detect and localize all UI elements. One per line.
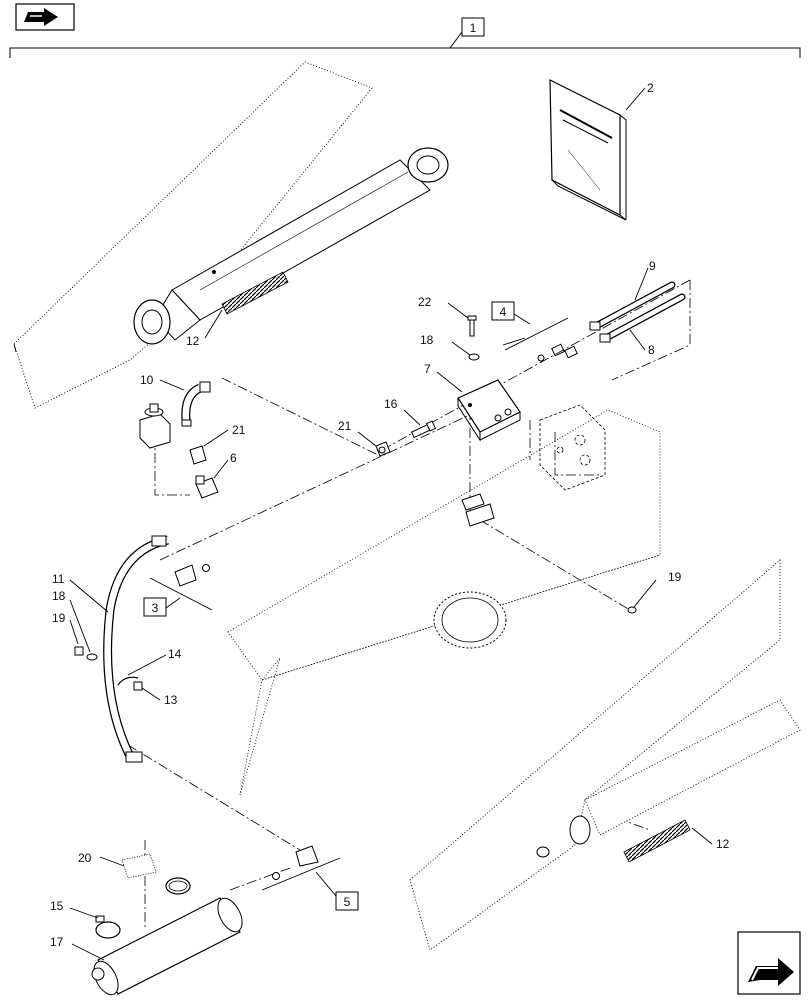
center-lines	[127, 279, 691, 930]
callout-19a: 19	[52, 611, 66, 625]
callout-16: 16	[384, 397, 398, 411]
callout-20: 20	[78, 851, 92, 865]
hose-11	[103, 535, 170, 763]
group-label-5: 5	[344, 895, 351, 909]
fitting-21-right	[375, 441, 391, 457]
manual-book	[549, 79, 627, 221]
callout-12a: 12	[186, 334, 200, 348]
manifold-block-dashed	[539, 404, 606, 491]
clip-14	[117, 676, 139, 686]
callout-15: 15	[50, 899, 64, 913]
lower-cylinder	[569, 699, 801, 845]
group-label-3: 3	[152, 601, 159, 615]
callout-22: 22	[418, 295, 432, 309]
valve-block-7	[457, 379, 521, 442]
arrow-left-icon	[24, 8, 58, 26]
group-label-4: 4	[500, 305, 507, 319]
boom-lower-right	[409, 559, 781, 951]
hose-10	[181, 381, 211, 427]
spring-12-top	[221, 271, 289, 315]
elbow-fitting-5	[272, 845, 319, 880]
bolt-22	[467, 315, 477, 337]
callout-18a: 18	[420, 333, 434, 347]
callout-11: 11	[52, 572, 65, 586]
fittings-group-4	[537, 343, 578, 362]
washer-19-right	[627, 606, 637, 614]
pivot-hole	[536, 846, 550, 858]
arrow-right-icon	[748, 958, 794, 986]
callout-12b: 12	[716, 837, 730, 851]
spring-12-bottom	[623, 819, 691, 863]
gear-ring	[433, 591, 507, 649]
callout-19b: 19	[668, 570, 682, 584]
callout-2: 2	[647, 81, 654, 95]
bolt-13	[133, 681, 143, 691]
washer-18	[468, 353, 480, 361]
callout-8: 8	[648, 343, 655, 357]
callout-21b: 21	[338, 419, 352, 433]
nav-next-frame	[737, 931, 801, 995]
fitting-16	[410, 420, 437, 439]
callout-14: 14	[168, 647, 182, 661]
elbow-fitting-3	[174, 564, 210, 587]
callout-10: 10	[140, 373, 154, 387]
callout-9: 9	[649, 259, 656, 273]
filter-17	[91, 897, 243, 996]
hydraulic-cylinder	[133, 147, 449, 345]
callout-6: 6	[230, 451, 237, 465]
decal-20	[121, 853, 157, 879]
callout-17: 17	[50, 935, 64, 949]
group-bracket-1: 1	[9, 17, 801, 58]
fitting-6	[195, 475, 219, 499]
callout-7: 7	[424, 362, 431, 376]
fitting-21-left	[189, 445, 207, 465]
clamp-15	[95, 915, 121, 939]
hoses-8-9	[589, 281, 686, 343]
callout-21a: 21	[232, 423, 246, 437]
hardware-18-19-left	[74, 646, 98, 661]
nav-prev-button[interactable]	[15, 3, 75, 31]
small-valve	[139, 403, 171, 449]
tank-body	[227, 409, 661, 796]
group-label-1: 1	[470, 21, 477, 35]
clamp-upper	[165, 877, 191, 895]
nav-next-button[interactable]	[737, 931, 801, 995]
callout-13: 13	[164, 693, 178, 707]
mount-bracket	[461, 493, 495, 527]
callout-18b: 18	[52, 589, 66, 603]
